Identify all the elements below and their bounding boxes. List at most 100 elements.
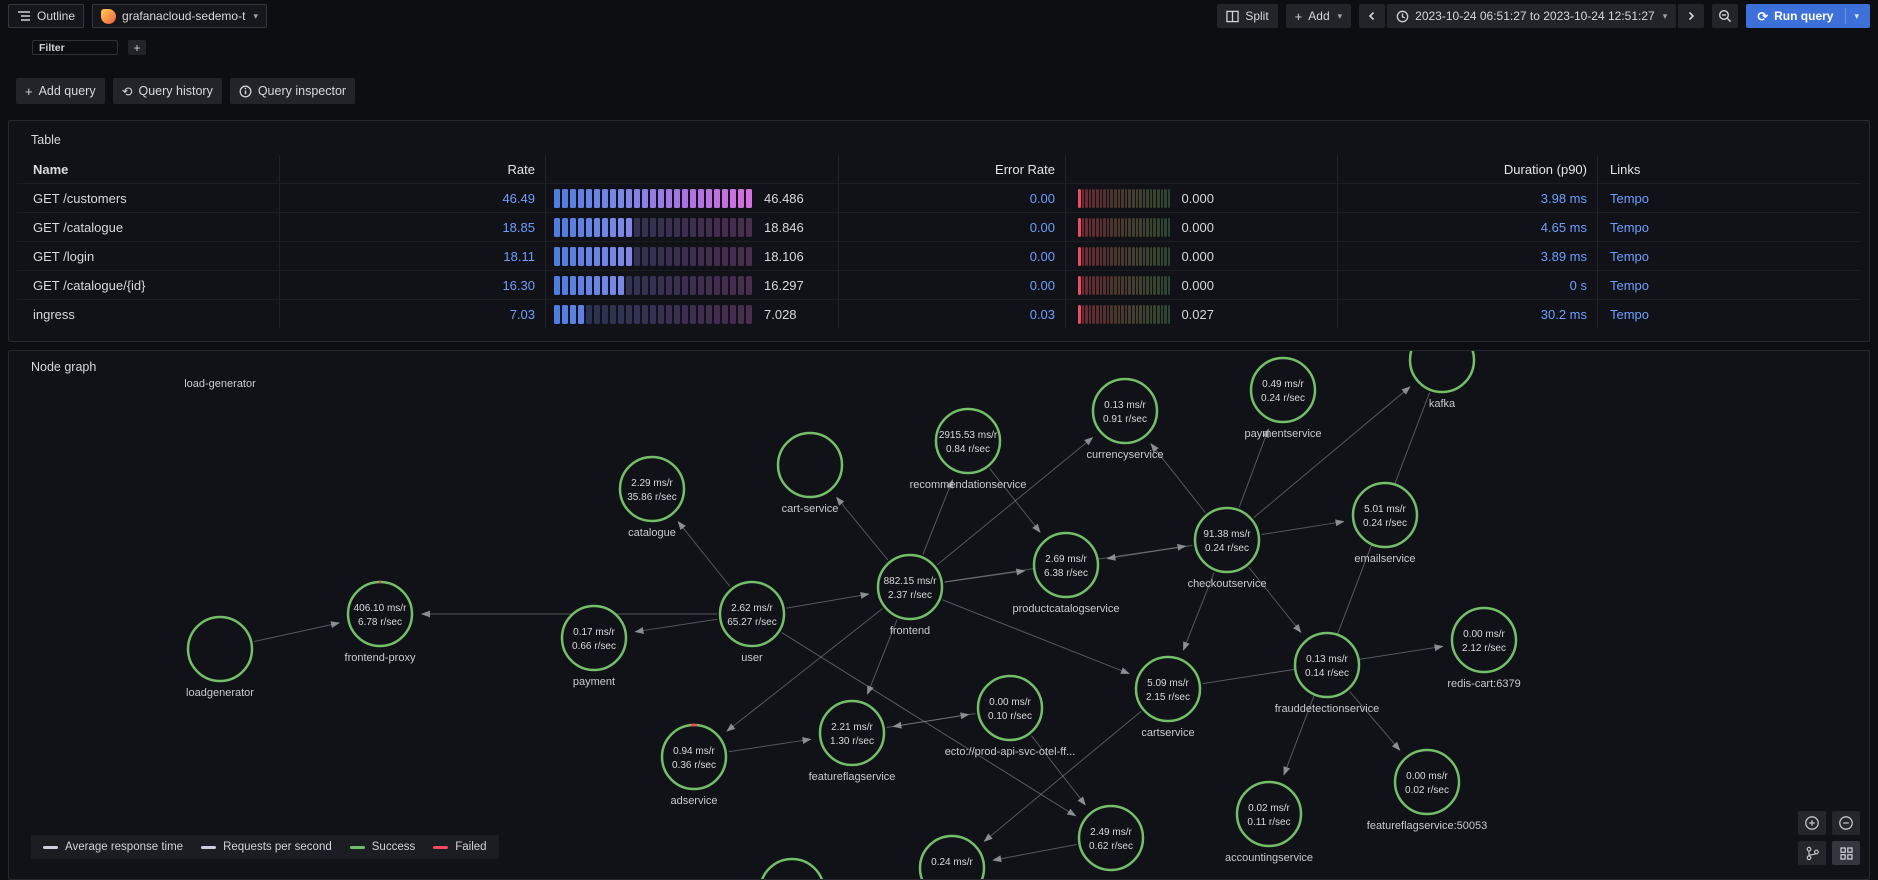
table-panel-title: Table [31, 133, 61, 147]
error-gauge-value: 0.027 [1181, 306, 1214, 322]
node-ecto[interactable]: 0.00 ms/r0.10 r/sececto://prod-api-svc-o… [945, 674, 1076, 758]
node-svc-249[interactable]: 2.49 ms/r0.62 r/sec [1077, 804, 1145, 872]
add-button[interactable]: + Add ▾ [1285, 4, 1352, 28]
col-header-duration[interactable]: Duration (p90) [1338, 155, 1598, 183]
chevron-down-icon[interactable]: ▾ [1845, 8, 1859, 24]
graph-zoom-out-button[interactable] [1832, 811, 1860, 835]
col-header-rate[interactable]: Rate [280, 155, 546, 183]
node-circle[interactable] [1235, 780, 1303, 848]
node-circle[interactable] [1249, 356, 1317, 424]
cell-link[interactable]: Tempo [1610, 219, 1650, 235]
cell-error: 0.00 [839, 213, 1066, 241]
node-circle[interactable] [1351, 481, 1419, 549]
node-circle[interactable] [718, 580, 786, 648]
node-circle[interactable] [934, 407, 1002, 475]
node-circle[interactable] [1293, 631, 1361, 699]
node-circle[interactable] [186, 615, 254, 683]
node-stat-rate: 6.78 r/sec [358, 617, 402, 628]
node-circle[interactable] [876, 553, 944, 621]
col-header-rate-gauge [546, 155, 839, 183]
node-circle[interactable] [560, 604, 628, 672]
node-circle[interactable] [818, 699, 886, 767]
time-back-button[interactable] [1359, 4, 1386, 28]
node-label: loadgenerator [186, 687, 254, 699]
node-circle[interactable] [346, 580, 414, 648]
query-inspector-button[interactable]: Query inspector [229, 78, 356, 104]
col-header-name[interactable]: Name [17, 155, 280, 183]
node-recommendationservice[interactable]: 2915.53 ms/r0.84 r/secrecommendationserv… [910, 407, 1027, 491]
col-header-error-rate[interactable]: Error Rate [839, 155, 1066, 183]
node-graph-controls [1798, 811, 1860, 865]
node-circle[interactable] [918, 834, 986, 879]
node-circle[interactable] [1032, 531, 1100, 599]
cell-error-gauge: 0.000 [1066, 242, 1338, 270]
filter-field[interactable]: Filter [32, 40, 118, 55]
edge-frontend-to-recommendationservice [922, 479, 953, 555]
node-circle[interactable] [1134, 655, 1202, 723]
query-history-button[interactable]: ⟲ Query history [112, 78, 222, 104]
rate-gauge-value: 18.106 [764, 248, 804, 264]
node-svc-024[interactable]: 0.24 ms/r [918, 834, 986, 879]
node-partial-bottom[interactable] [760, 857, 824, 879]
node-circle[interactable] [976, 674, 1044, 742]
edge-user-to-frontend [786, 591, 870, 609]
run-query-button[interactable]: ⟳ Run query ▾ [1746, 4, 1870, 28]
node-kafka[interactable]: kafka [1408, 351, 1476, 410]
cell-link[interactable]: Tempo [1610, 277, 1650, 293]
node-loadgenerator[interactable]: loadgenerator [186, 615, 254, 699]
outline-button[interactable]: Outline [8, 4, 85, 28]
time-range-picker[interactable]: 2023-10-24 06:51:27 to 2023-10-24 12:51:… [1387, 4, 1677, 28]
graph-zoom-in-button[interactable] [1798, 811, 1826, 835]
node-circle[interactable] [1077, 804, 1145, 872]
cell-link[interactable]: Tempo [1610, 306, 1650, 322]
node-cart-service[interactable]: cart-service [776, 431, 844, 515]
node-circle[interactable] [760, 857, 824, 879]
error-gauge-value: 0.000 [1181, 248, 1214, 264]
col-header-links[interactable]: Links [1610, 161, 1641, 177]
time-forward-button[interactable] [1678, 4, 1705, 28]
node-label: kafka [1429, 398, 1456, 410]
cell-duration: 3.89 ms [1338, 242, 1598, 270]
node-featureflagservice-50053[interactable]: 0.00 ms/r0.02 r/secfeatureflagservice:50… [1367, 748, 1487, 832]
cell-link[interactable]: Tempo [1610, 190, 1650, 206]
node-circle[interactable] [1450, 606, 1518, 674]
node-stat-response-time: 2.21 ms/r [831, 722, 873, 733]
graph-layout-button[interactable] [1798, 841, 1826, 865]
node-circle[interactable] [660, 723, 728, 791]
node-circle[interactable] [1091, 377, 1159, 445]
node-label: productcatalogservice [1012, 603, 1119, 615]
cell-link[interactable]: Tempo [1610, 248, 1650, 264]
edge-checkoutservice-to-paymentservice [1238, 428, 1269, 508]
add-filter-button[interactable]: + [128, 40, 146, 55]
node-circle[interactable] [618, 455, 686, 523]
node-circle[interactable] [1408, 351, 1476, 394]
zoom-out-time-button[interactable] [1712, 4, 1739, 28]
node-circle[interactable] [1393, 748, 1461, 816]
edge-ecto-to-svc-249 [1031, 735, 1086, 806]
datasource-picker[interactable]: grafanacloud-sedemo-t ▾ [92, 4, 267, 28]
graph-grid-view-button[interactable] [1832, 841, 1860, 865]
split-button[interactable]: Split [1217, 4, 1278, 28]
add-query-button[interactable]: + Add query [16, 78, 105, 104]
node-circle[interactable] [1193, 506, 1261, 574]
node-circle[interactable] [776, 431, 844, 499]
plus-icon: + [133, 40, 141, 55]
